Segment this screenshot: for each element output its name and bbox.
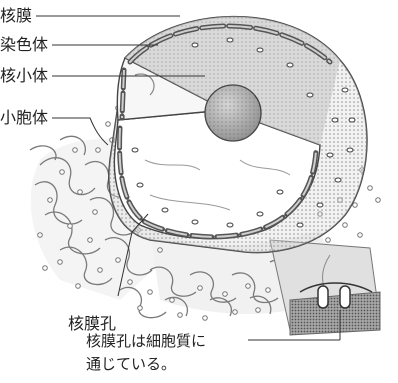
label-nuclear-pore: 核膜孔	[68, 314, 117, 333]
label-nucleolus: 核小体	[0, 66, 49, 85]
label-endoplasmic-reticulum: 小胞体	[0, 108, 49, 127]
nucleus	[108, 15, 368, 254]
leader-lines	[36, 15, 341, 341]
caption-line-1: 核膜孔は細胞質に	[86, 332, 207, 350]
label-nuclear-envelope: 核膜	[0, 6, 33, 25]
nuclear-pore-inset	[299, 282, 373, 309]
nuclear-pores	[131, 37, 356, 228]
caption-line-2: 通じている。	[86, 355, 177, 373]
label-chromatin: 染色体	[0, 35, 49, 54]
